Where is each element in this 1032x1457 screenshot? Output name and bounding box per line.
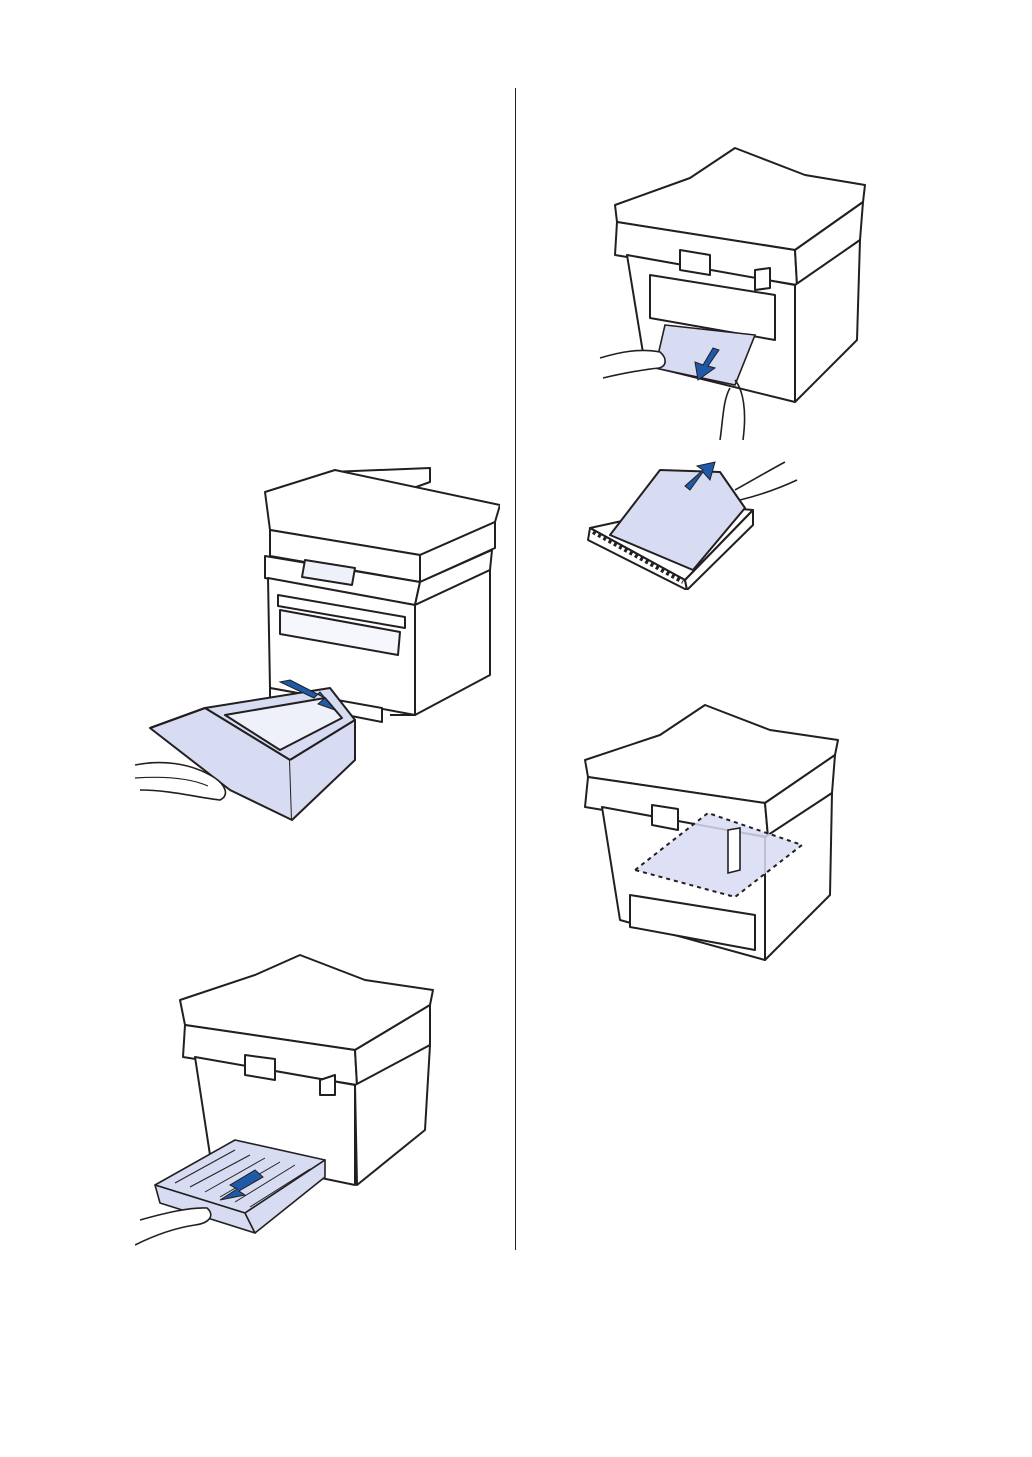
remove-paper-tray-illustration (585, 450, 800, 590)
printer-front-tray-icon (130, 460, 500, 830)
jam-area-illustration (580, 695, 845, 970)
printer-front-tray-illustration (130, 460, 500, 830)
jam-area-highlight-icon (580, 695, 845, 970)
remove-jam-rear-illustration (595, 140, 870, 450)
printer-rear-duplex-icon (135, 945, 435, 1255)
column-divider (515, 88, 516, 1250)
jammed-paper-rear-icon (595, 140, 870, 450)
printer-rear-duplex-illustration (135, 945, 435, 1255)
paper-from-tray-icon (585, 450, 800, 590)
